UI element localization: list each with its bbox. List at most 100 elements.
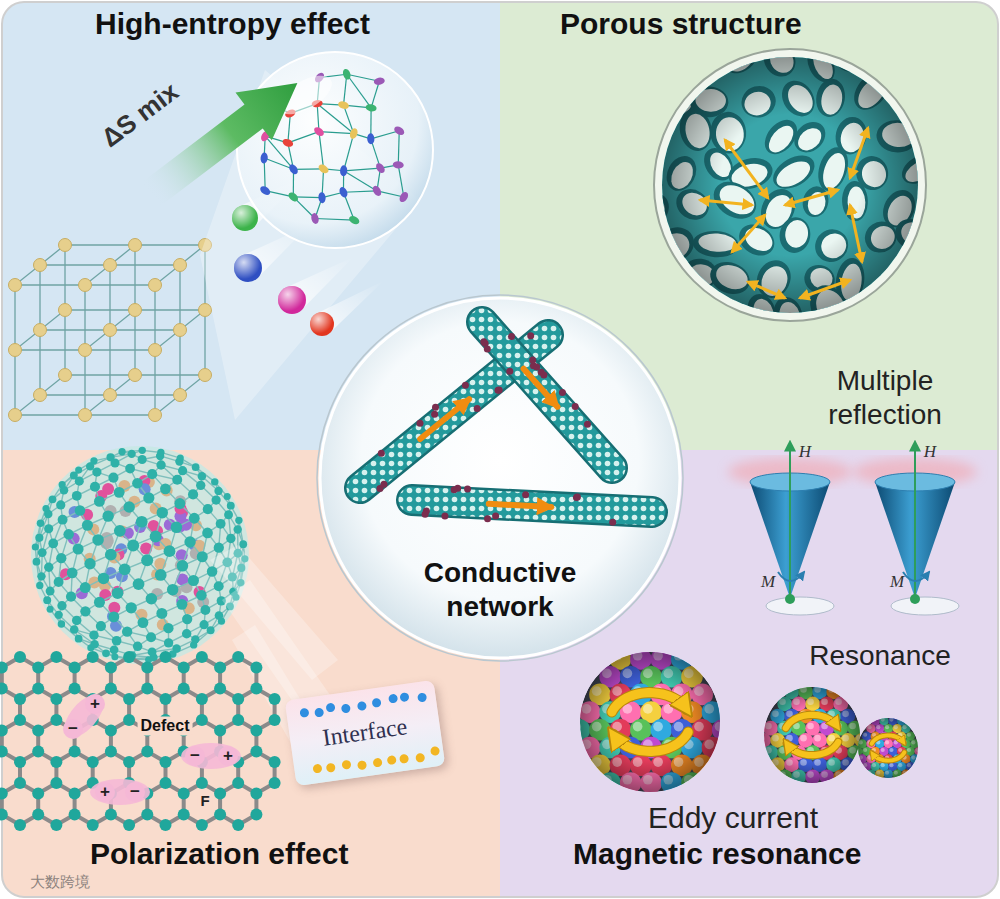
nano-sphere <box>167 584 178 595</box>
center-circle: Conductive network <box>320 298 680 658</box>
porous-body <box>898 308 933 328</box>
positive-charge <box>312 764 322 774</box>
nano-sphere <box>90 457 97 464</box>
eddy-sphere <box>569 648 734 794</box>
element-atoms <box>232 205 258 231</box>
charge-sign: − <box>63 719 83 739</box>
graphene-lattice <box>50 714 62 726</box>
nano-sphere <box>112 587 124 599</box>
lattice-cube <box>154 350 155 415</box>
conductive-tubes <box>533 364 540 371</box>
nano-sphere <box>138 455 147 464</box>
graphene-lattice <box>250 725 262 737</box>
nano-sphere <box>160 484 171 495</box>
eddy-sphere <box>872 752 904 760</box>
graphene-lattice <box>178 683 190 695</box>
nano-sphere <box>63 529 74 540</box>
graphene-lattice <box>232 651 244 663</box>
porous-body <box>883 41 919 88</box>
porous-body <box>646 260 667 290</box>
nano-sphere <box>123 501 134 512</box>
lattice-cube <box>149 279 162 292</box>
conductive-tubes <box>489 504 551 507</box>
nano-sphere <box>54 611 62 619</box>
lattice-cube <box>65 309 135 310</box>
nano-sphere <box>106 453 114 461</box>
reflection-arrows <box>700 128 868 298</box>
nano-sphere <box>38 548 47 557</box>
graphene-lattice <box>196 651 208 663</box>
nano-sphere <box>102 650 110 658</box>
positive-charge <box>430 746 440 756</box>
field-symbol: H <box>799 442 811 462</box>
nano-sphere <box>82 520 93 531</box>
nano-sphere <box>49 495 57 503</box>
dipole-ellipses <box>57 688 241 805</box>
eddy-sphere <box>872 735 904 743</box>
spin-arrow <box>903 572 929 581</box>
porous-body <box>899 71 943 119</box>
graphene-lattice <box>250 683 262 695</box>
nano-sphere <box>164 638 173 647</box>
graphene-lattice <box>14 651 26 663</box>
nano-sphere <box>80 582 91 593</box>
lattice-cube <box>179 265 180 330</box>
lattice-cube <box>64 310 65 375</box>
distorted-lattice-bubble <box>281 137 294 148</box>
lattice-cube <box>84 285 85 350</box>
distorted-lattice-bubble <box>237 52 433 248</box>
distorted-lattice-bubble <box>347 74 371 108</box>
nano-sphere <box>214 487 222 495</box>
eddy-sphere <box>571 722 581 732</box>
graphene-lattice <box>178 662 190 674</box>
field-arrow <box>914 442 916 598</box>
nano-sphere <box>31 446 249 664</box>
conductive-tubes <box>484 346 491 353</box>
lattice-cube <box>65 374 135 375</box>
lattice-cube <box>9 409 22 422</box>
distorted-lattice-bubble <box>348 214 361 226</box>
nano-sphere <box>156 460 165 469</box>
graphene-lattice <box>14 777 26 789</box>
nano-sphere <box>111 653 118 660</box>
graphene-lattice <box>105 725 117 737</box>
label-anchor: H <box>924 442 936 462</box>
nano-sphere <box>57 601 66 610</box>
distorted-lattice-bubble <box>342 68 352 81</box>
nano-sphere <box>43 596 51 604</box>
distorted-lattice-bubble <box>398 131 400 165</box>
lattice-cube <box>110 329 180 330</box>
porous-body <box>884 267 915 288</box>
graphene-lattice <box>250 662 262 674</box>
nano-sphere <box>182 614 192 624</box>
nano-sphere <box>164 545 176 557</box>
nano-sphere <box>197 551 208 562</box>
conductive-tubes <box>462 382 469 389</box>
nano-sphere <box>143 492 154 503</box>
nano-sphere <box>133 578 145 590</box>
lattice-cube <box>85 284 155 285</box>
nano-sphere <box>189 513 200 524</box>
label-anchor: M <box>761 572 775 592</box>
negative-charge <box>314 707 324 717</box>
lattice-cube <box>9 344 22 357</box>
graphene-lattice <box>105 746 117 758</box>
eddy-sphere <box>786 715 837 728</box>
nano-sphere <box>37 519 44 526</box>
nano-sphere <box>58 515 68 525</box>
nano-sphere <box>196 590 207 601</box>
positive-charge <box>341 760 351 770</box>
nano-sphere <box>199 620 208 629</box>
porous-lens <box>654 49 926 321</box>
eddy-sphere <box>756 684 869 784</box>
distorted-lattice-bubble <box>340 165 348 176</box>
lattice-cube <box>129 304 142 317</box>
porous-body <box>657 293 704 341</box>
graphene-lattice <box>123 651 135 663</box>
porous-body <box>662 57 918 313</box>
nano-sphere <box>214 543 224 553</box>
porous-body <box>851 292 890 324</box>
reflection-arrows <box>732 215 765 252</box>
